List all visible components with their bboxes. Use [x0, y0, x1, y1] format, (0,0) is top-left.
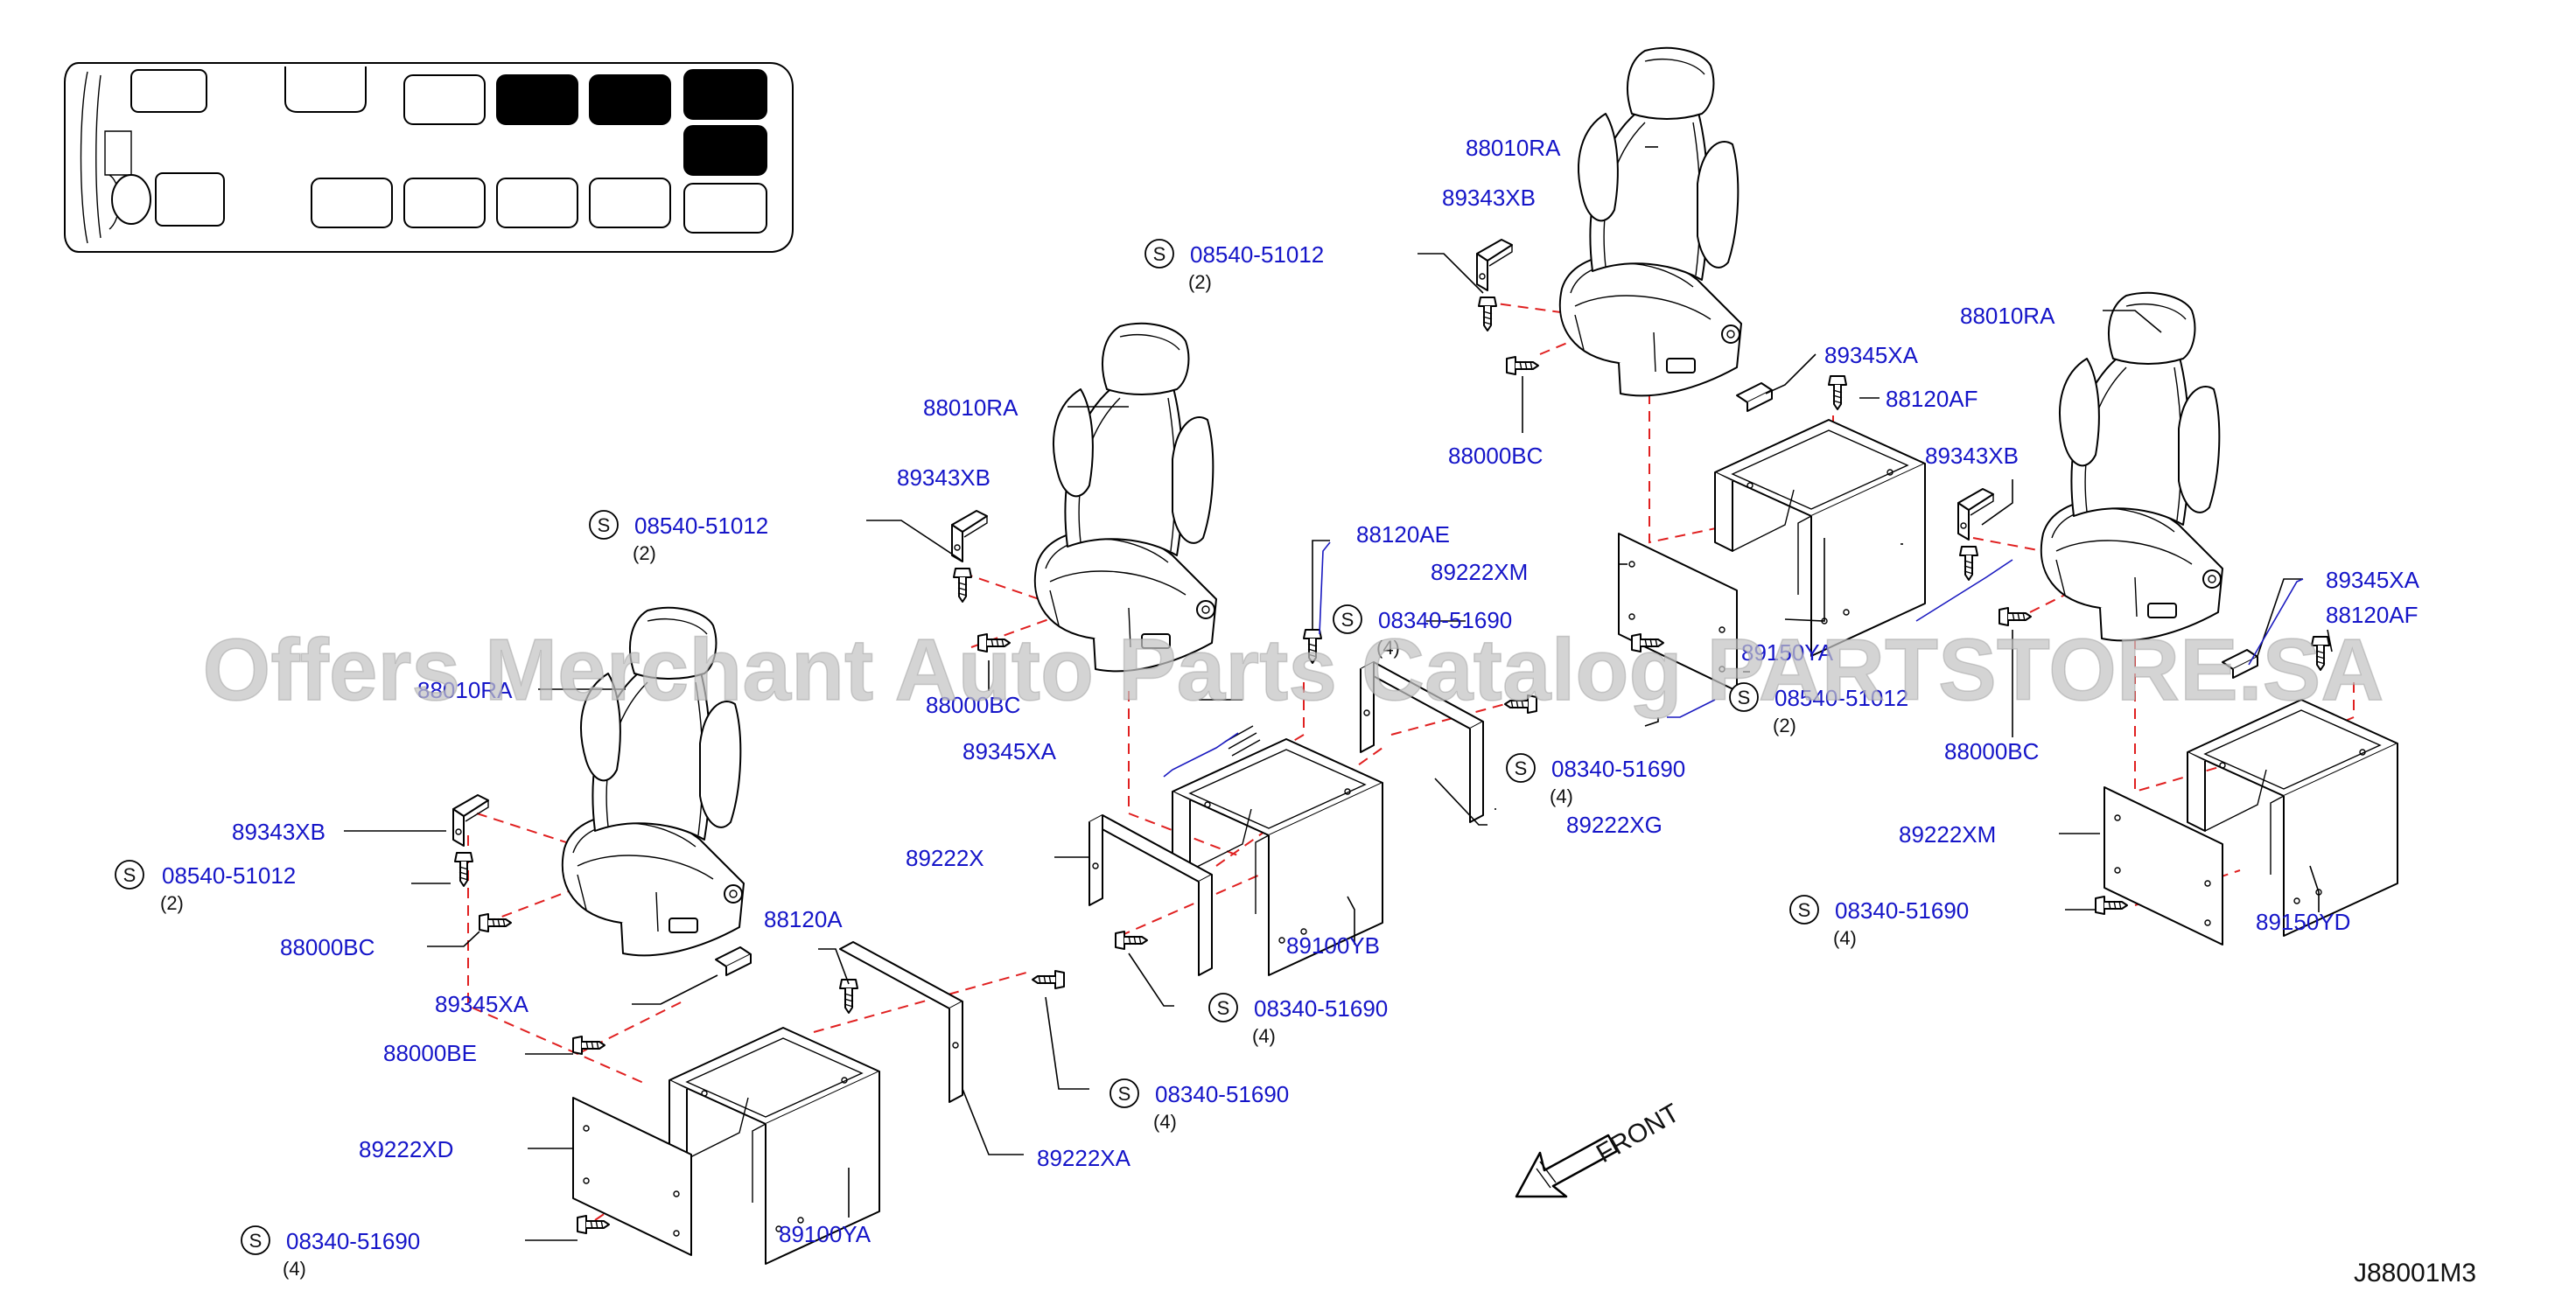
qty-08540-51012-top: (2): [633, 542, 656, 564]
label-89222XA[interactable]: 89222XA: [1037, 1145, 1131, 1171]
diagram-code: J88001M3: [2354, 1259, 2476, 1288]
screw-08340-51690-bot[interactable]: [1115, 931, 1148, 950]
qty-08540-51012-b: (2): [1188, 271, 1212, 293]
label-88010RA-c[interactable]: 88010RA: [1466, 135, 1561, 161]
seat-map-highlight: [496, 74, 578, 125]
label-08340-51690-mid[interactable]: 08340-51690: [1551, 756, 1685, 782]
label-88120AF-c[interactable]: 88120AF: [1886, 386, 1978, 412]
label-89222XM-d[interactable]: 89222XM: [1899, 821, 1996, 848]
screw-08340-51690-d4[interactable]: [2095, 896, 2128, 915]
label-88000BC-d[interactable]: 88000BC: [1944, 738, 2039, 764]
part-labels: 88010RA 89343XB 08540-51012 (2) 88000BC …: [115, 135, 2420, 1280]
label-08340-51690-xa[interactable]: 08340-51690: [1155, 1081, 1289, 1107]
label-88010RA-b[interactable]: 88010RA: [923, 394, 1018, 421]
qty-08340-51690-d: (4): [283, 1258, 306, 1280]
seat-map-highlight: [683, 69, 767, 120]
label-88120AE[interactable]: 88120AE: [1356, 521, 1450, 548]
seat-88010RA-b[interactable]: [1033, 322, 1217, 673]
bolt-88000BC-c[interactable]: [1506, 356, 1539, 375]
seat-88010RA-c[interactable]: [1558, 46, 1742, 397]
front-arrow-icon: [1515, 1134, 1619, 1198]
label-89150YD[interactable]: 89150YD: [2256, 909, 2350, 935]
seat-map-passenger: [155, 172, 225, 227]
label-88000BC-c[interactable]: 88000BC: [1448, 443, 1543, 469]
screw-08540-51012-a[interactable]: [454, 852, 473, 887]
label-89343XB-b[interactable]: 89343XB: [897, 464, 990, 491]
label-88010RA-d[interactable]: 88010RA: [1960, 303, 2055, 329]
screw-d[interactable]: [1959, 546, 1978, 581]
bracket-89343XB-b[interactable]: [951, 510, 988, 562]
front-indicator: FRONT: [1515, 1099, 1684, 1198]
label-88120AF-d[interactable]: 88120AF: [2326, 602, 2418, 628]
bolt-88000BC-a[interactable]: [479, 913, 512, 932]
label-89343XB-c[interactable]: 89343XB: [1442, 185, 1536, 211]
label-88000BC-b[interactable]: 88000BC: [926, 692, 1020, 718]
vehicle-seat-map: [64, 62, 794, 253]
qty-08340-51690-top: (4): [1376, 637, 1400, 659]
label-89345XA-c[interactable]: 89345XA: [1824, 342, 1919, 368]
bracket-89343XB-d[interactable]: [1957, 488, 1994, 541]
label-89345XA-b[interactable]: 89345XA: [962, 738, 1057, 764]
bolt-88120AF-c[interactable]: [1828, 375, 1847, 410]
screw-08540-51012-b[interactable]: [953, 568, 972, 603]
label-89345XA-a[interactable]: 89345XA: [435, 991, 529, 1017]
label-08540-51012-top[interactable]: 08540-51012: [634, 513, 768, 539]
leader-lines: [344, 146, 2333, 1241]
screw-08340-51690-xa[interactable]: [1032, 970, 1065, 989]
qty-08540-51012-a: (2): [160, 892, 184, 914]
label-89343XB-d[interactable]: 89343XB: [1925, 443, 2019, 469]
label-88000BE[interactable]: 88000BE: [383, 1040, 477, 1066]
label-89150YA[interactable]: 89150YA: [1741, 639, 1834, 666]
label-08340-51690-d[interactable]: 08340-51690: [286, 1228, 420, 1254]
seat-88010RA-d[interactable]: [2040, 291, 2223, 642]
bracket-89343XB-a[interactable]: [452, 794, 489, 847]
front-label: FRONT: [1592, 1099, 1684, 1169]
screw-08340-51690-d[interactable]: [577, 1215, 610, 1234]
label-08340-51690-d4[interactable]: 08340-51690: [1835, 897, 1969, 924]
bracket-89343XB-c[interactable]: [1476, 239, 1513, 291]
label-89343XB-a[interactable]: 89343XB: [232, 819, 326, 845]
bolt-88000BE[interactable]: [572, 1036, 606, 1055]
qty-08340-51690-xa: (4): [1153, 1111, 1177, 1133]
seat-map-driver: [130, 69, 207, 113]
label-89100YB[interactable]: 89100YB: [1286, 932, 1380, 959]
screw-c[interactable]: [1478, 297, 1497, 331]
label-08540-51012-c[interactable]: 08540-51012: [1774, 685, 1908, 711]
label-08540-51012-a[interactable]: 08540-51012: [162, 862, 296, 889]
tab-89345XA-a[interactable]: [715, 946, 752, 976]
qty-08540-51012-c: (2): [1773, 715, 1796, 736]
watermark-text: Offers Merchant Auto Parts Catalog PARTS…: [203, 621, 2384, 719]
label-08540-51012-b[interactable]: 08540-51012: [1190, 241, 1324, 268]
label-88120A[interactable]: 88120A: [764, 906, 843, 932]
bolt-88120A[interactable]: [839, 979, 858, 1014]
qty-08340-51690-mid: (4): [1550, 785, 1573, 807]
label-89222XG[interactable]: 89222XG: [1566, 812, 1662, 838]
qty-08340-51690-bot: (4): [1252, 1025, 1276, 1047]
qty-08340-51690-d4: (4): [1833, 927, 1857, 949]
label-89345XA-d[interactable]: 89345XA: [2326, 567, 2420, 593]
label-89222XM-b[interactable]: 89222XM: [1431, 559, 1528, 585]
label-88000BC-a[interactable]: 88000BC: [280, 934, 374, 960]
bracket-89222X[interactable]: [1088, 814, 1213, 976]
label-89100YA[interactable]: 89100YA: [779, 1221, 872, 1247]
label-08340-51690-bot[interactable]: 08340-51690: [1254, 995, 1388, 1022]
label-89222XD[interactable]: 89222XD: [359, 1136, 453, 1162]
tab-89345XA-c[interactable]: [1736, 382, 1773, 412]
seat-map-highlight: [683, 125, 767, 176]
seat-map-highlight: [589, 74, 671, 125]
label-89222X[interactable]: 89222X: [906, 845, 984, 871]
label-08340-51690-top[interactable]: 08340-51690: [1378, 607, 1512, 633]
label-88010RA-a[interactable]: 88010RA: [417, 677, 513, 703]
